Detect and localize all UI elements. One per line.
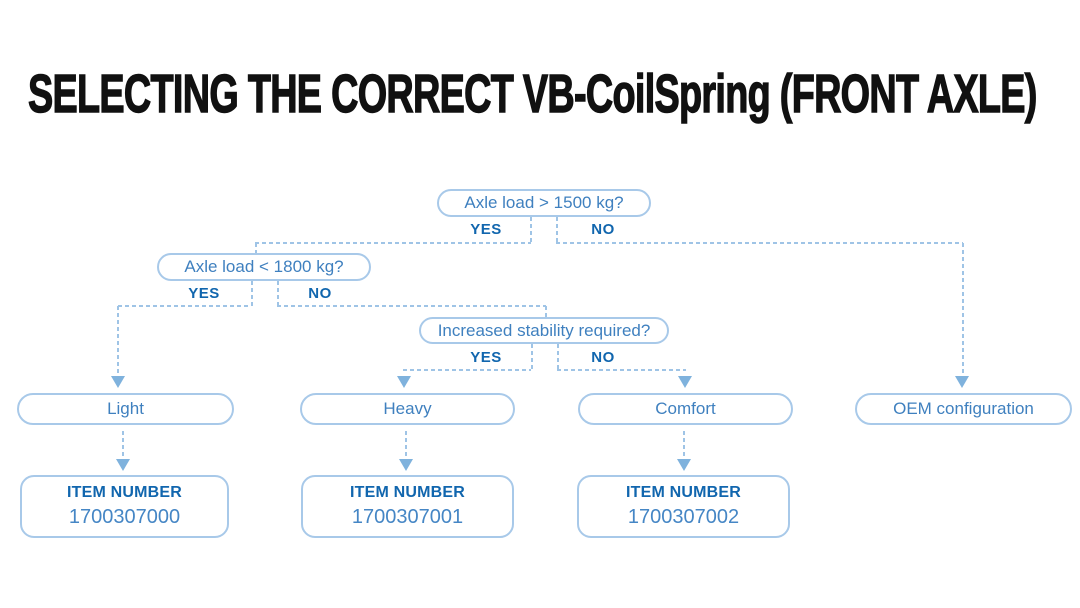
item-number-value: 1700307001 [351, 506, 464, 528]
down-arrow-icon [397, 376, 411, 388]
item-number-label: ITEM NUMBER [66, 484, 183, 501]
yes-label-decision-3: YES [470, 349, 502, 366]
item-number-label: ITEM NUMBER [625, 484, 742, 501]
item-number-box-comfort: ITEM NUMBER 1700307002 [577, 475, 790, 538]
item-number-value: 1700307002 [627, 506, 740, 528]
down-arrow-icon [678, 376, 692, 388]
decision-box-axle-load-1500: Axle load > 1500 kg? [437, 189, 651, 217]
connector-yes1-horizontal [255, 242, 531, 244]
connector-decision1-no-stub [556, 217, 558, 243]
connector-yes1-vertical [255, 243, 257, 253]
connector-no2-horizontal [277, 305, 546, 307]
item-number-value: 1700307000 [68, 506, 181, 528]
no-label-decision-3: NO [591, 349, 615, 366]
connector-decision3-yes-stub [531, 344, 533, 370]
decision-box-increased-stability: Increased stability required? [419, 317, 669, 344]
connector-no2-vertical [545, 306, 547, 317]
down-arrow-icon [955, 376, 969, 388]
connector-yes2-vertical [117, 306, 119, 374]
item-number-label: ITEM NUMBER [349, 484, 466, 501]
yes-label-decision-2: YES [188, 285, 220, 302]
down-arrow-icon [116, 459, 130, 471]
yes-label-decision-1: YES [470, 221, 502, 238]
decision-box-axle-load-1800: Axle load < 1800 kg? [157, 253, 371, 281]
connector-light-to-item [122, 431, 124, 457]
no-label-decision-1: NO [591, 221, 615, 238]
connector-comfort-to-item [683, 431, 685, 457]
connector-yes2-horizontal [118, 305, 251, 307]
connector-no3-horizontal [557, 369, 686, 371]
page-title: SELECTING THE CORRECT VB-CoilSpring (FRO… [28, 64, 1038, 124]
outcome-box-oem-configuration: OEM configuration [855, 393, 1072, 425]
item-number-box-light: ITEM NUMBER 1700307000 [20, 475, 229, 538]
outcome-box-comfort: Comfort [578, 393, 793, 425]
outcome-box-light: Light [17, 393, 234, 425]
connector-decision2-yes-stub [251, 281, 253, 306]
connector-no1-horizontal [556, 242, 963, 244]
connector-no1-vertical [962, 243, 964, 375]
down-arrow-icon [111, 376, 125, 388]
down-arrow-icon [399, 459, 413, 471]
outcome-box-heavy: Heavy [300, 393, 515, 425]
down-arrow-icon [677, 459, 691, 471]
connector-decision2-no-stub [277, 281, 279, 306]
no-label-decision-2: NO [308, 285, 332, 302]
connector-yes3-horizontal [403, 369, 531, 371]
connector-decision3-no-stub [557, 344, 559, 370]
item-number-box-heavy: ITEM NUMBER 1700307001 [301, 475, 514, 538]
connector-heavy-to-item [405, 431, 407, 457]
connector-decision1-yes-stub [530, 217, 532, 243]
